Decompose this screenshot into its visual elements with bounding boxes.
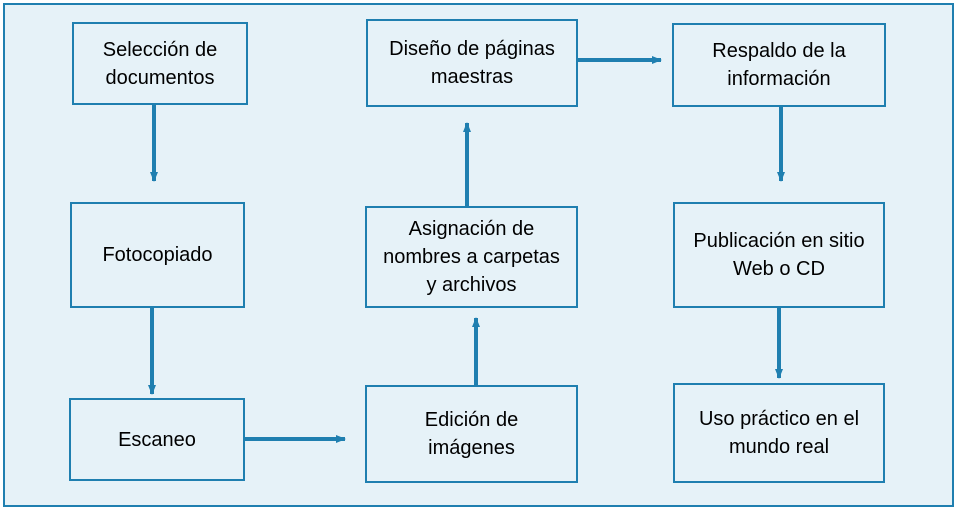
- node-asignacion-de-nombres: Asignación de nombres a carpetas y archi…: [365, 206, 578, 308]
- node-edicion-de-imagenes: Edición de imágenes: [365, 385, 578, 483]
- node-uso-practico: Uso práctico en el mundo real: [673, 383, 885, 483]
- node-publicacion-en-sitio-web: Publicación en sitio Web o CD: [673, 202, 885, 308]
- node-respaldo-de-la-informacion: Respaldo de la información: [672, 23, 886, 107]
- node-diseno-de-paginas-maestras: Diseño de páginas maestras: [366, 19, 578, 107]
- node-fotocopiado: Fotocopiado: [70, 202, 245, 308]
- node-escaneo: Escaneo: [69, 398, 245, 481]
- node-seleccion-de-documentos: Selección de documentos: [72, 22, 248, 105]
